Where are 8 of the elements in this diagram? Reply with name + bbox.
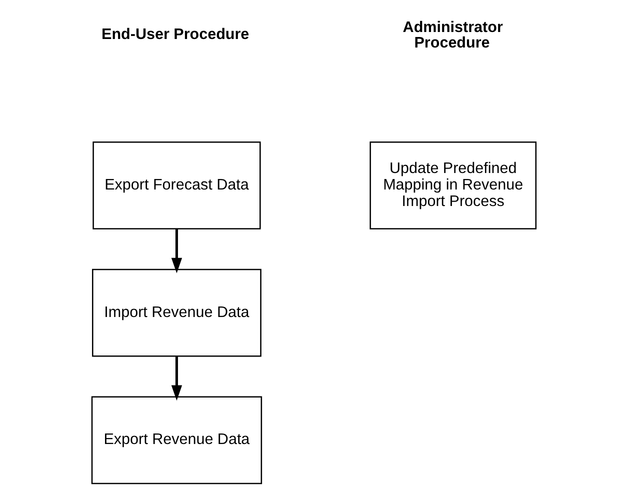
arrow [170, 228, 182, 274]
label: End-User Procedure [101, 26, 249, 44]
node-box: Update Predefined Mapping in Revenue Import Process [369, 142, 536, 230]
node-box: Import Revenue Data [92, 268, 261, 357]
arrow [170, 356, 182, 401]
node-box: Export Revenue Data [90, 396, 262, 484]
node-box: Export Forecast Data [92, 142, 260, 230]
label: Administrator Procedure [402, 19, 502, 52]
